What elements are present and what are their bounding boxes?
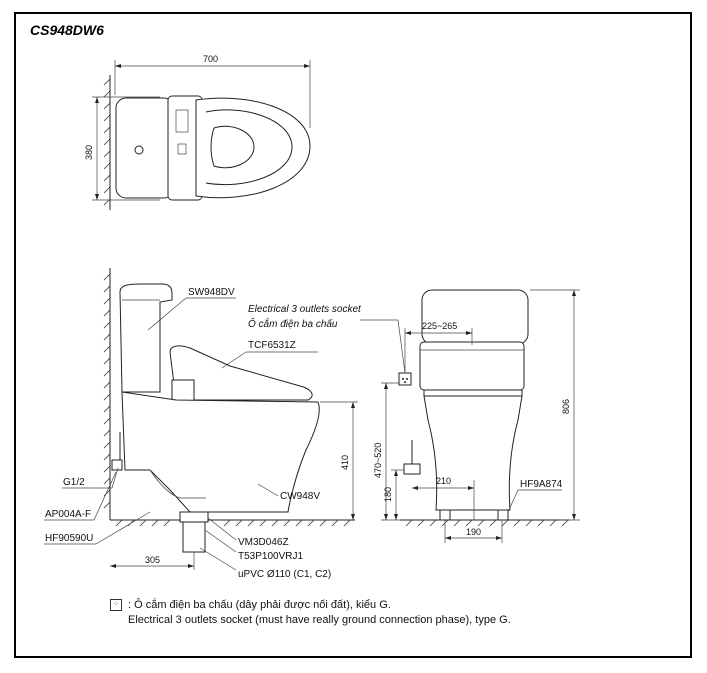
dim-380: 380 bbox=[84, 145, 94, 160]
dim-806: 806 bbox=[561, 399, 571, 414]
note-line-vi: : Ô cắm điện ba chấu (dây phải được nối … bbox=[128, 599, 391, 611]
socket-label-en: Electrical 3 outlets socket bbox=[248, 304, 362, 315]
note-line-en: Electrical 3 outlets socket (must have r… bbox=[128, 614, 511, 626]
label-t53p: T53P100VRJ1 bbox=[238, 551, 303, 562]
wall-hatch-side bbox=[103, 273, 111, 509]
drawing-frame bbox=[14, 12, 692, 658]
top-view: 700 380 bbox=[84, 54, 311, 210]
label-bowl: CW948V bbox=[280, 491, 320, 502]
dim-210: 210 bbox=[436, 476, 451, 486]
floor-hatch-side bbox=[115, 519, 351, 527]
label-hf90590: HF90590U bbox=[45, 533, 93, 544]
floor-hatch-front bbox=[405, 519, 569, 527]
dim-700: 700 bbox=[203, 54, 218, 64]
label-hf9a: HF9A874 bbox=[520, 479, 563, 490]
label-vm3d: VM3D046Z bbox=[238, 537, 289, 548]
label-g12: G1/2 bbox=[63, 477, 85, 488]
label-upvc: uPVC Ø110 (C1, C2) bbox=[238, 569, 331, 580]
label-ap004: AP004A-F bbox=[45, 509, 91, 520]
dim-410: 410 bbox=[340, 455, 350, 470]
wall-hatch-top bbox=[103, 78, 111, 206]
dim-305: 305 bbox=[145, 555, 160, 565]
model-title: CS948DW6 bbox=[30, 22, 104, 38]
socket-label-vi: Ô cắm điện ba chấu bbox=[248, 317, 338, 330]
socket-icon bbox=[398, 372, 412, 386]
dim-180: 180 bbox=[383, 487, 393, 502]
side-view: 410 305 SW948DV TCF6531Z CW948V G1/2 AP0… bbox=[44, 268, 358, 580]
note: : Ô cắm điện ba chấu (dây phải được nối … bbox=[128, 598, 511, 628]
dim-225-265: 225~265 bbox=[422, 321, 457, 331]
label-seat: TCF6531Z bbox=[248, 340, 296, 351]
dim-190: 190 bbox=[466, 527, 481, 537]
dim-470-520: 470~520 bbox=[373, 443, 383, 478]
note-socket-icon: ⁘ bbox=[110, 599, 122, 611]
front-view: Electrical 3 outlets socket Ô cắm điện b… bbox=[248, 289, 580, 543]
label-tank: SW948DV bbox=[188, 287, 235, 298]
